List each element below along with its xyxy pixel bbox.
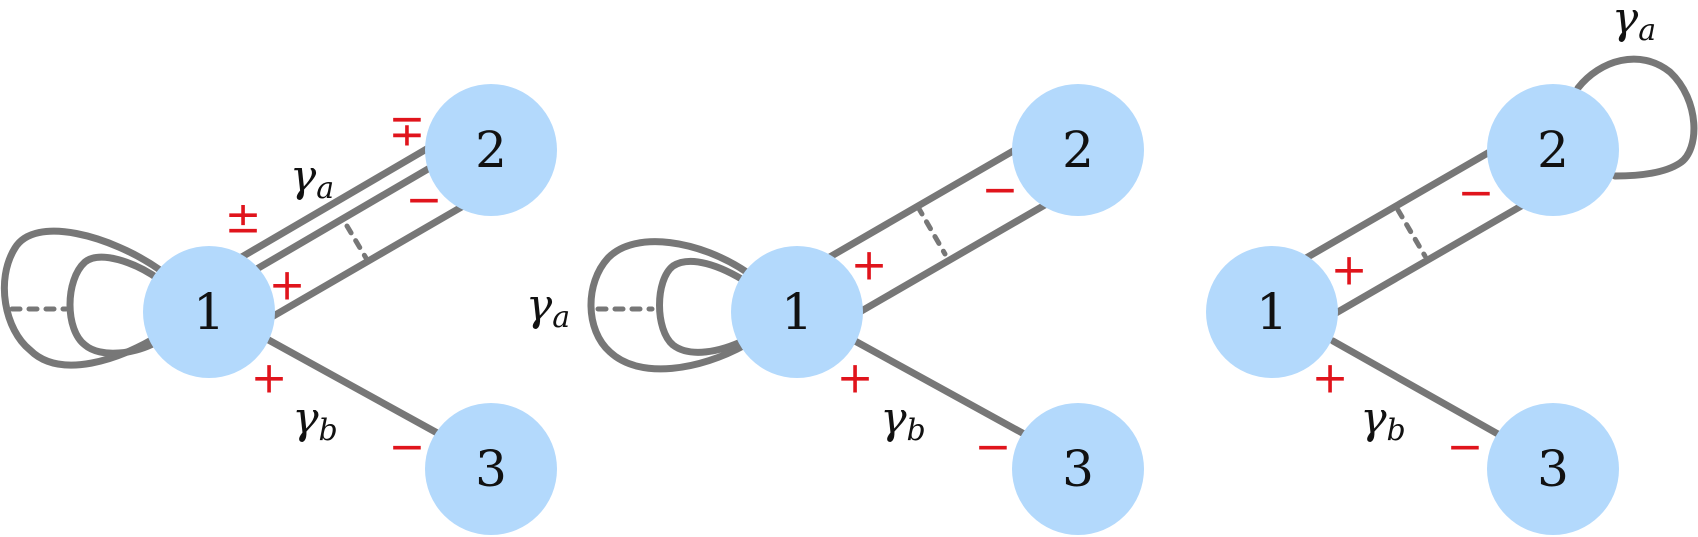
sign-minus: − [975,422,1012,473]
node-1 [1206,246,1338,378]
loop-outer [587,238,752,373]
panel-left: 1 2 3 ∓ ± − + + − γa γb [0,84,557,535]
edge-1-3 [1329,337,1509,442]
loop-inner [66,253,164,357]
edge-1-3 [261,334,454,444]
sign-plus: + [851,240,888,291]
loop-inner [656,257,752,356]
node-2 [1487,84,1619,216]
edge-1-2-bottom [854,198,1054,317]
edge-1-2-dashed-link [1395,207,1428,259]
gamma-a-label: γa [290,151,334,206]
edge-1-2-dashed-link [915,204,948,257]
sign-minus: − [406,175,443,226]
sign-plus: + [837,353,874,404]
gamma-b-label: γb [1360,393,1406,448]
sign-minus: − [1447,422,1484,473]
panel-middle: 1 2 3 − + + − γa γb [526,84,1144,535]
node-1-label: 1 [193,283,225,341]
sign-minus: − [389,422,426,473]
edge-1-2-top [824,143,1024,262]
sign-plus-minus: ± [225,193,262,244]
edge-1-2-top [236,143,434,262]
node-1 [731,246,863,378]
edge-1-2-middle [251,158,444,274]
node-2 [425,84,557,216]
sign-plus: + [1331,245,1368,296]
edge-1-2-bottom [1332,201,1527,317]
loop-at-node-2 [1574,55,1698,180]
edge-1-2-dashed-link [344,223,369,261]
node-2-label: 2 [1062,121,1094,179]
loop-outer [0,227,164,369]
gamma-b-label: γb [292,393,338,448]
edge-1-3 [851,337,1039,444]
node-3 [1012,403,1144,535]
node-1 [143,246,275,378]
gamma-a-label: γa [1612,0,1656,48]
node-2 [1012,84,1144,216]
node-2-label: 2 [1537,121,1569,179]
panel-right: 1 2 3 − + + − γa γb [1206,0,1698,535]
sign-plus: + [1312,353,1349,404]
node-1-label: 1 [781,283,813,341]
node-1-label: 1 [1256,283,1288,341]
sign-minus: − [982,165,1019,216]
node-2-label: 2 [475,121,507,179]
gamma-b-label: γb [880,393,926,448]
sign-minus: − [1458,168,1495,219]
edge-1-2-bottom [266,201,469,322]
sign-minus-plus: ∓ [389,106,426,157]
gamma-a-label: γa [526,280,570,335]
node-3 [1487,403,1619,535]
node-3-label: 3 [1537,440,1569,498]
node-3-label: 3 [475,440,507,498]
sign-plus: + [251,353,288,404]
edge-1-2-top [1302,146,1497,262]
node-3-label: 3 [1062,440,1094,498]
sign-plus: + [269,260,306,311]
node-3 [425,403,557,535]
